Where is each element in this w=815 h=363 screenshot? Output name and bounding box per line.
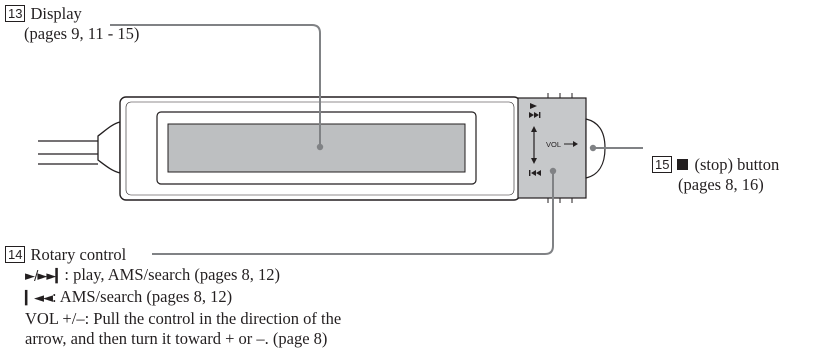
play-next-symbol-icon: ►/►►▎ <box>25 269 65 284</box>
display-title: Display <box>30 4 82 23</box>
rotary-control-leader-line <box>152 172 554 255</box>
display-leader-dot <box>316 143 324 151</box>
stop-square-icon <box>677 159 689 170</box>
play-icon <box>530 103 537 109</box>
rotary-play-line: : play, AMS/search (pages 8, 12) <box>64 265 281 284</box>
rotary-vol-line-2: arrow, and then turn it toward + or –. (… <box>25 329 328 348</box>
cable-bushing <box>97 121 121 174</box>
previous-track-icon <box>529 170 541 176</box>
display-leader-line <box>110 24 321 146</box>
rotation-arrow-icon <box>531 126 537 164</box>
display-screen <box>167 123 466 173</box>
rotary-control-leader-dot <box>549 167 557 175</box>
vol-arrow-icon <box>564 141 578 147</box>
callout-number-13: 13 <box>5 5 26 22</box>
rotary-control-title: Rotary control <box>30 245 127 264</box>
stop-button-title: (stop) button <box>694 155 780 174</box>
callout-number-15: 15 <box>652 156 673 173</box>
rotary-vol-line-1: VOL +/–: Pull the control in the directi… <box>25 309 342 328</box>
rotary-back-line: : AMS/search (pages 8, 12) <box>52 287 233 306</box>
next-track-icon <box>529 112 541 118</box>
callout-number-14: 14 <box>5 246 26 263</box>
stop-button-leader-dot <box>589 144 597 152</box>
cable <box>38 140 98 165</box>
stop-button-callout: 15 (stop) button (pages 8, 16) <box>652 155 779 195</box>
previous-symbol-icon: ▎◄◄ <box>25 291 53 306</box>
vol-label: VOL <box>546 140 561 149</box>
stop-button-pages: (pages 8, 16) <box>678 175 764 194</box>
rotary-control-ridges <box>547 93 573 203</box>
display-pages: (pages 9, 11 - 15) <box>24 24 140 43</box>
